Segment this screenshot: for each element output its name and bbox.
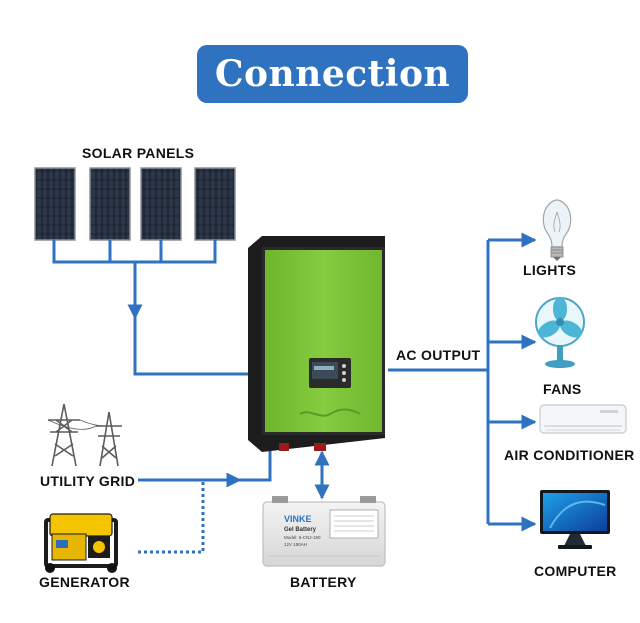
air-conditioner-label: AIR CONDITIONER <box>504 447 635 463</box>
fan-icon <box>535 297 585 368</box>
solar-panel-icon <box>194 167 236 241</box>
ac-output-label: AC OUTPUT <box>396 347 481 363</box>
solar-panel-icon <box>140 167 182 241</box>
solar-combiner-line <box>52 240 217 264</box>
page-title: Connection <box>214 53 451 95</box>
solar-panel-icon <box>34 167 76 241</box>
battery-label: BATTERY <box>290 574 357 590</box>
solar-feed-line <box>133 318 262 376</box>
air-conditioner-icon <box>539 404 627 434</box>
grid-riser-line <box>240 445 272 482</box>
solar-panel-array <box>34 167 236 241</box>
generator-label: GENERATOR <box>39 574 130 590</box>
solar-panel-icon <box>89 167 131 241</box>
battery-spec: 12V 150AH <box>284 542 307 547</box>
light-bulb-icon <box>542 199 572 261</box>
utility-grid-label: UTILITY GRID <box>40 473 136 489</box>
fans-label: FANS <box>543 381 582 397</box>
battery-brand: VINKE <box>284 514 312 524</box>
inverter-icon <box>248 236 385 452</box>
solar-panels-label: SOLAR PANELS <box>82 145 195 161</box>
generator-line <box>138 480 205 554</box>
transmission-tower-icon <box>47 403 123 467</box>
battery-model: Model: 6-CNJ-150 <box>284 535 321 540</box>
battery-icon: VINKE Gel Battery Model: 6-CNJ-150 12V 1… <box>262 496 386 567</box>
computer-monitor-icon <box>540 490 610 549</box>
computer-label: COMPUTER <box>534 563 617 579</box>
battery-type: Gel Battery <box>284 527 317 533</box>
generator-icon <box>44 513 118 573</box>
connector-lines <box>52 232 537 554</box>
lights-label: LIGHTS <box>523 262 577 278</box>
title-banner: Connection <box>197 45 468 103</box>
